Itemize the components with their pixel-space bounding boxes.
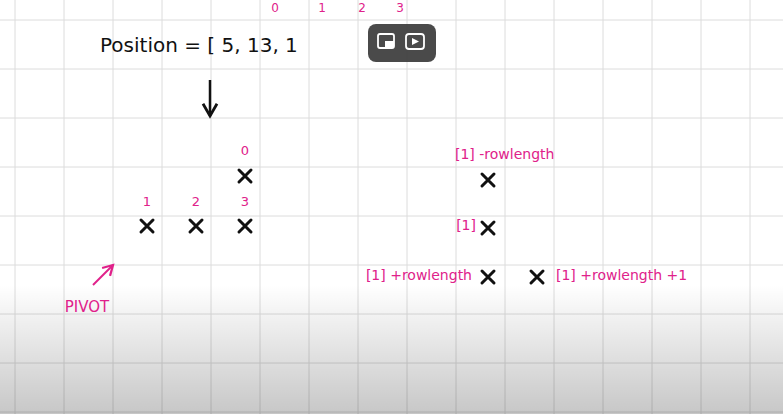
pivot-arrow: [93, 265, 113, 285]
offset-label: [1] +rowlength +1: [556, 268, 687, 283]
cross-mark: [482, 271, 494, 283]
cross-marks: [141, 170, 543, 283]
index-number: 2: [192, 195, 200, 209]
down-arrow: [209, 80, 212, 116]
cross-mark: [482, 174, 494, 186]
cross-mark: [239, 170, 251, 182]
index-number: 0: [271, 2, 279, 15]
offset-label: [1] +rowlength: [366, 268, 472, 283]
cross-mark: [482, 222, 494, 234]
array-expression: Position = [ 5, 13, 1: [100, 34, 298, 56]
index-number: 1: [143, 195, 151, 209]
index-number: 2: [358, 2, 366, 15]
index-number: 1: [318, 2, 326, 15]
cross-mark: [239, 220, 251, 232]
cross-mark: [190, 220, 202, 232]
offset-label: [1]: [456, 218, 476, 233]
index-number: 0: [241, 144, 249, 158]
index-number: 3: [241, 195, 249, 209]
index-number: 3: [396, 2, 404, 15]
cross-mark: [531, 271, 543, 283]
pivot-label: PIVOT: [65, 299, 109, 316]
bottom-shade: [0, 285, 783, 414]
video-overlay-buttons: [368, 24, 436, 62]
cross-mark: [141, 220, 153, 232]
offset-label: [1] -rowlength: [455, 147, 554, 162]
